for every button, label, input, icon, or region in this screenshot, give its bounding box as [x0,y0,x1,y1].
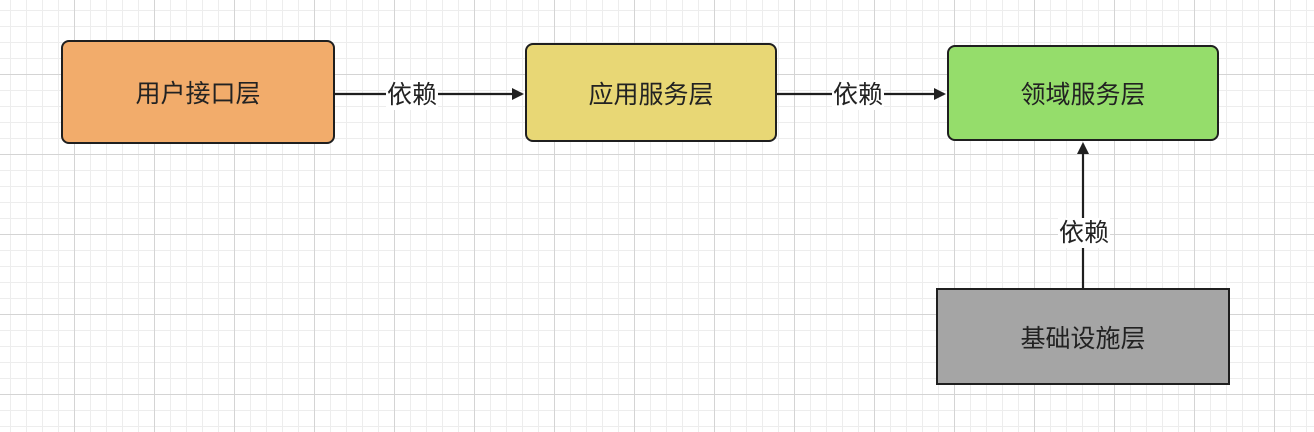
edge-label-app-to-domain: 依赖 [831,80,885,110]
infrastructure-layer-label: 基础设施层 [1020,323,1146,353]
application-service-layer-label: 应用服务层 [588,79,714,109]
domain-service-layer-node[interactable]: 领域服务层 [947,45,1219,141]
domain-service-layer-label: 领域服务层 [1020,80,1146,109]
edge-label-ui-to-app: 依赖 [385,80,439,110]
user-interface-layer-node[interactable]: 用户接口层 [61,40,335,144]
application-service-layer-node[interactable]: 应用服务层 [525,43,777,142]
infrastructure-layer-node[interactable]: 基础设施层 [936,288,1230,385]
edge-label-infra-to-domain: 依赖 [1057,218,1111,248]
user-interface-layer-label: 用户接口层 [135,79,261,108]
